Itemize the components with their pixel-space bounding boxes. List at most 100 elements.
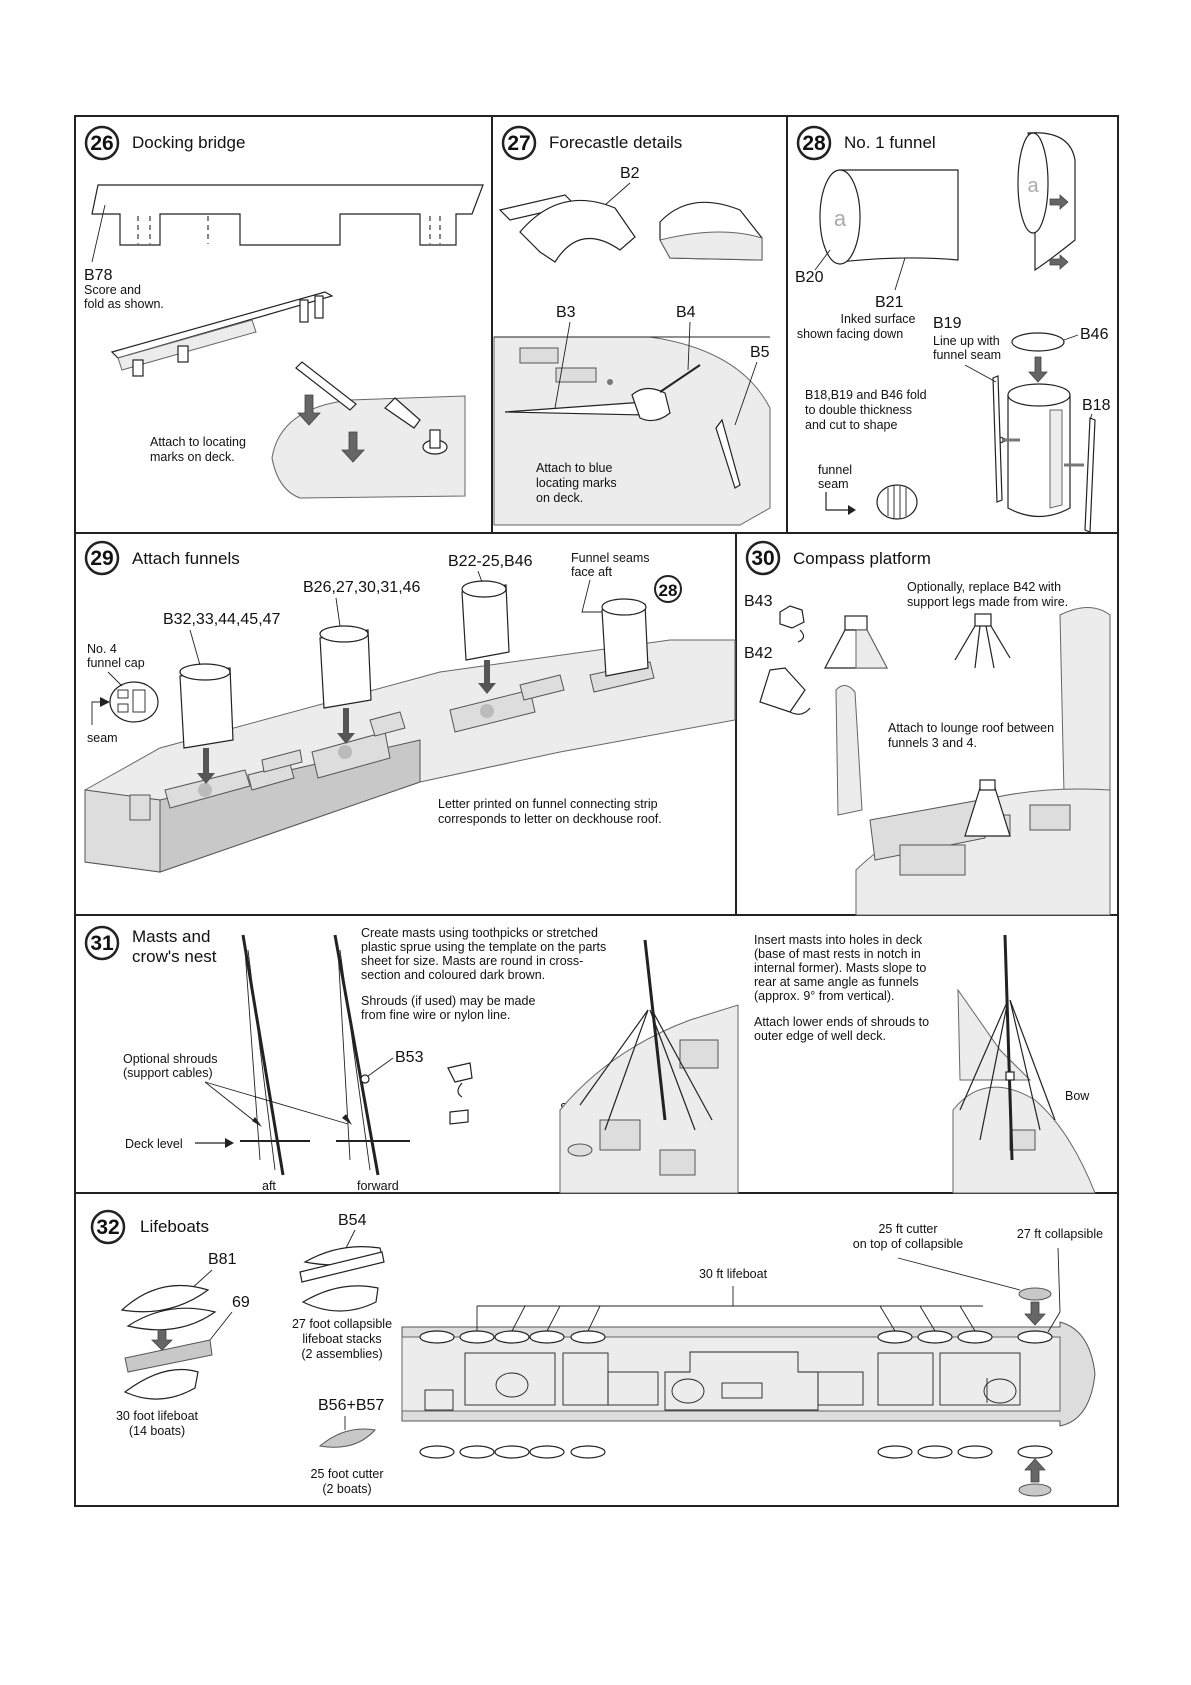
- down-arrow: [1028, 356, 1048, 383]
- svg-text:from fine wire or nylon line.: from fine wire or nylon line.: [361, 1008, 510, 1022]
- part-label-b20: B20: [795, 269, 824, 286]
- svg-text:Score and: Score and: [84, 283, 141, 297]
- funnel-2: [461, 570, 510, 694]
- svg-text:plastic sprue using the templa: plastic sprue using the template on the …: [361, 940, 606, 954]
- step-number-badge: 32: [90, 1209, 126, 1245]
- part-label-b56-b57: B56+B57: [318, 1397, 384, 1414]
- svg-text:sheet for size. Masts are roun: sheet for size. Masts are round in cross…: [361, 954, 583, 968]
- svg-text:(base of mast rests in notch i: (base of mast rests in notch in: [754, 947, 921, 961]
- cutter-placement-bottom: [1018, 1458, 1052, 1497]
- cutter-25ft-part: [318, 1416, 376, 1448]
- bridge-part-folded: [110, 291, 334, 377]
- step-26-docking-bridge: 26 Docking bridge B78 Score and fold as …: [84, 125, 484, 499]
- forecastle-deck: [493, 321, 771, 526]
- funnel-cap-b46: [1011, 332, 1065, 352]
- svg-text:30 foot lifeboat: 30 foot lifeboat: [116, 1409, 199, 1423]
- part-label-b46: B46: [1080, 326, 1109, 343]
- step-30-compass-platform: 30 Compass platform B43 B42 Optionally, …: [744, 540, 1111, 916]
- svg-text:forward: forward: [357, 1179, 399, 1193]
- lifeboat-callout-lines: [476, 1247, 1061, 1333]
- svg-text:Attach lower ends of shrouds t: Attach lower ends of shrouds to: [754, 1015, 929, 1029]
- svg-text:fold as shown.: fold as shown.: [84, 297, 164, 311]
- funnel-wrap-rolled: a: [1017, 132, 1076, 272]
- step-title: Docking bridge: [132, 133, 245, 152]
- part-label-b78: B78: [84, 267, 113, 284]
- svg-text:locating marks: locating marks: [536, 476, 617, 490]
- part-label-b4: B4: [676, 304, 696, 321]
- funnel-3: [319, 597, 372, 744]
- svg-text:and cut to shape: and cut to shape: [805, 418, 897, 432]
- svg-text:28: 28: [802, 132, 826, 155]
- svg-text:Inked surface: Inked surface: [840, 312, 915, 326]
- svg-text:face aft: face aft: [571, 565, 613, 579]
- part-label-69: 69: [232, 1294, 250, 1311]
- part-label-b3: B3: [556, 304, 576, 321]
- svg-text:Optional shrouds: Optional shrouds: [123, 1052, 218, 1066]
- part-label-b43: B43: [744, 593, 773, 610]
- funnel-wrap-flat: a: [819, 169, 959, 265]
- svg-text:internal former). Masts slope: internal former). Masts slope to: [754, 961, 926, 975]
- svg-text:Shrouds (if used) may be made: Shrouds (if used) may be made: [361, 994, 535, 1008]
- label-funnel-2: B22-25,B46: [448, 553, 533, 570]
- svg-text:a: a: [834, 206, 847, 231]
- funnel-4: [179, 629, 234, 784]
- compass-tower-wire: [954, 613, 1011, 669]
- svg-text:lifeboat stacks: lifeboat stacks: [302, 1332, 381, 1346]
- step-title: Attach funnels: [132, 549, 240, 568]
- step-number-badge: 26: [84, 125, 120, 161]
- svg-text:(2 assemblies): (2 assemblies): [301, 1347, 382, 1361]
- ref-step-28: 28: [659, 581, 678, 600]
- svg-text:Optionally, replace B42 with: Optionally, replace B42 with: [907, 580, 1061, 594]
- collapsible-parts: [299, 1246, 385, 1312]
- svg-text:Attach to locating: Attach to locating: [150, 435, 246, 449]
- svg-text:Line up with: Line up with: [933, 334, 1000, 348]
- step-title: Compass platform: [793, 549, 931, 568]
- forecastle-cover-flat: [498, 194, 636, 263]
- step-title-line-2: crow's nest: [132, 947, 217, 966]
- svg-text:funnel cap: funnel cap: [87, 656, 145, 670]
- svg-text:(support cables): (support cables): [123, 1066, 213, 1080]
- step-28-funnel-1: 28 No. 1 funnel a B20 B21 Inked surface …: [795, 125, 1111, 533]
- svg-text:to double thickness: to double thickness: [805, 403, 912, 417]
- svg-text:(14 boats): (14 boats): [129, 1424, 185, 1438]
- down-arrow: [151, 1329, 173, 1351]
- down-arrow: [341, 431, 365, 463]
- svg-text:25 ft cutter: 25 ft cutter: [878, 1222, 937, 1236]
- svg-text:26: 26: [90, 132, 113, 155]
- part-label-b42: B42: [744, 645, 773, 662]
- svg-text:seam: seam: [87, 731, 118, 745]
- part-label-b21: B21: [875, 294, 904, 311]
- svg-text:B18,B19 and B46 fold: B18,B19 and B46 fold: [805, 388, 927, 402]
- svg-text:on top of collapsible: on top of collapsible: [853, 1237, 964, 1251]
- step-title: Lifeboats: [140, 1217, 209, 1236]
- compass-tower-solid: [824, 615, 888, 669]
- step-number-badge: 30: [745, 540, 781, 576]
- svg-text:30: 30: [751, 547, 774, 570]
- svg-text:27 foot collapsible: 27 foot collapsible: [292, 1317, 392, 1331]
- mast-aft: [241, 934, 285, 1176]
- boat-deck-plan: [401, 1321, 1096, 1427]
- part-label-b18: B18: [1082, 397, 1111, 414]
- svg-text:Insert masts into holes in dec: Insert masts into holes in deck: [754, 933, 923, 947]
- svg-text:section and coloured dark brow: section and coloured dark brown.: [361, 968, 545, 982]
- svg-text:outer edge of well deck.: outer edge of well deck.: [754, 1029, 886, 1043]
- down-arrow: [297, 394, 321, 426]
- svg-text:Letter printed on funnel conne: Letter printed on funnel connecting stri…: [438, 797, 658, 811]
- funnel-1-installed: [601, 598, 649, 677]
- part-label-b81: B81: [208, 1251, 237, 1268]
- lifeboat-row-bottom: [419, 1445, 1053, 1459]
- label-funnel-4: B32,33,44,45,47: [163, 611, 281, 628]
- svg-text:No. 4: No. 4: [87, 642, 117, 656]
- svg-text:27: 27: [507, 132, 530, 155]
- forecastle-cover-folded: [659, 201, 763, 261]
- step-title-line-1: Masts and: [132, 927, 210, 946]
- svg-text:25 foot cutter: 25 foot cutter: [311, 1467, 384, 1481]
- crows-nest-part: [447, 1062, 473, 1125]
- step-31-masts: 31 Masts and crow's nest Create masts us…: [84, 925, 1096, 1194]
- svg-text:funnels 3 and 4.: funnels 3 and 4.: [888, 736, 977, 750]
- step-number-badge: 31: [84, 925, 120, 961]
- step-27-forecastle: 27 Forecastle details B2 B3 B4 B5: [493, 125, 771, 526]
- lounge-roof-view: [835, 607, 1111, 916]
- step-number-badge: 27: [501, 125, 537, 161]
